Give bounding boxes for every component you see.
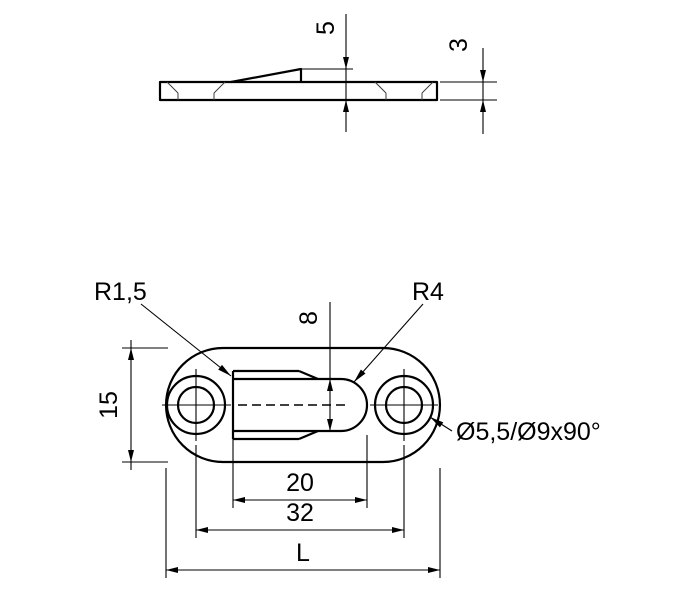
arrowhead: [343, 57, 349, 69]
right-hole: [370, 369, 438, 441]
leader-hole-spec: Ø5,5/Ø9x90°: [429, 416, 601, 446]
arrowhead: [430, 417, 444, 428]
plan-view: [162, 346, 442, 464]
plate-side-outline: [158, 80, 439, 102]
dimension-slot-width: 8: [295, 302, 333, 431]
tongue-ramp-profile: [230, 67, 303, 84]
dim-3-label: 3: [445, 38, 473, 52]
slot-and-tongue: [231, 369, 369, 441]
plate-plan-outline: [164, 346, 442, 464]
dimension-slot-length: 20: [232, 435, 368, 508]
dim-8-label: 8: [295, 311, 323, 325]
side-view: [158, 67, 439, 102]
leader-tongue-radius: R1,5: [94, 278, 232, 377]
dim-15-label: 15: [95, 391, 123, 419]
dim-32-label: 32: [286, 499, 314, 527]
arrowhead: [196, 527, 208, 533]
leader-line: [140, 303, 232, 377]
arrowhead: [218, 364, 231, 376]
arrowhead: [233, 497, 245, 503]
slot-round-end: [340, 377, 369, 433]
left-hole: [162, 369, 231, 441]
leader-line: [353, 303, 424, 383]
dimension-plate-width: 15: [95, 340, 168, 470]
arrowhead: [354, 369, 366, 382]
countersink-line: [374, 81, 387, 94]
dim-L-label: L: [296, 539, 310, 567]
arrowhead: [327, 379, 333, 391]
arrowhead: [128, 348, 134, 360]
arrowhead: [327, 419, 333, 431]
countersink-line: [213, 81, 226, 94]
arrowhead: [128, 450, 134, 462]
hole-spec-label: Ø5,5/Ø9x90°: [456, 418, 601, 446]
tongue-bottom-taper: [298, 429, 319, 441]
dimension-thickness: 3: [440, 38, 497, 134]
dim-20-label: 20: [286, 469, 314, 497]
radius-r15-label: R1,5: [94, 278, 147, 306]
radius-r4-label: R4: [412, 278, 444, 306]
countersink-right-profile: [374, 81, 434, 100]
dimension-tongue-height: 5: [301, 14, 353, 132]
leader-slot-radius: R4: [353, 278, 444, 383]
countersink-line: [421, 81, 434, 94]
arrowhead: [392, 527, 404, 533]
arrowhead: [428, 567, 440, 573]
arrowhead: [480, 100, 486, 112]
dimension-overall-length: L: [165, 468, 441, 578]
arrowhead: [355, 497, 367, 503]
arrowhead: [166, 567, 178, 573]
countersink-line: [166, 81, 179, 94]
tongue-top-taper: [298, 369, 319, 381]
dimension-hole-spacing: 32: [195, 445, 405, 538]
arrowhead: [480, 70, 486, 82]
countersink-left-profile: [166, 81, 226, 100]
arrowhead: [343, 100, 349, 112]
dim-5-label: 5: [312, 21, 340, 35]
